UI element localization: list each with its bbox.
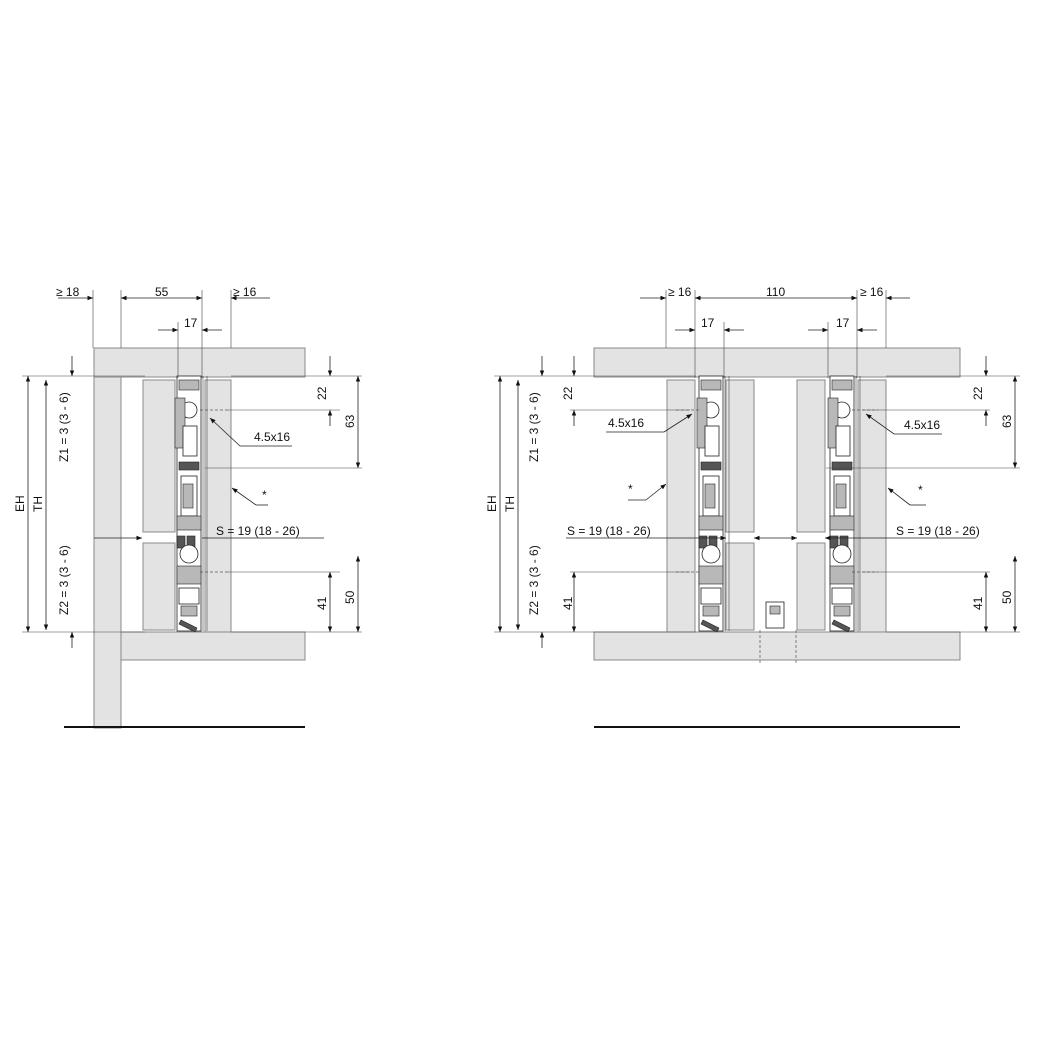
dim-17-left: 17 — [701, 316, 715, 330]
side-wall — [204, 379, 232, 633]
star-callout: * — [262, 488, 267, 502]
left-view: ≥ 18 55 ≥ 16 17 EH TH Z1 = 3 (3 - 6) Z2 … — [13, 285, 362, 729]
label-z2-r: Z2 = 3 (3 - 6) — [527, 545, 541, 615]
label-z1: Z1 = 3 (3 - 6) — [57, 392, 71, 462]
star-callout-right: * — [918, 483, 923, 497]
screw-callout-right: 4.5x16 — [904, 418, 940, 432]
dim-110: 110 — [766, 285, 785, 299]
runner-mechanism-left — [696, 375, 730, 633]
dim-55: 55 — [155, 285, 169, 299]
label-eh: EH — [13, 495, 27, 512]
divider-left — [725, 379, 755, 533]
s-label: S = 19 (18 - 26) — [216, 524, 300, 538]
label-th-r: TH — [503, 496, 517, 512]
divider-right-lower — [796, 542, 826, 631]
star-callout-left: * — [628, 482, 633, 496]
centre-fitting — [759, 601, 797, 664]
runner-mechanism — [174, 375, 208, 633]
bottom-panel — [120, 631, 306, 661]
side-panel-right — [857, 379, 887, 633]
label-th: TH — [31, 496, 45, 512]
label-eh-r: EH — [485, 495, 499, 512]
label-z2: Z2 = 3 (3 - 6) — [57, 545, 71, 615]
s-label-left: S = 19 (18 - 26) — [567, 524, 651, 538]
screw-callout: 4.5x16 — [254, 430, 290, 444]
divider-left-lower — [725, 542, 755, 631]
dim-17-right: 17 — [836, 316, 850, 330]
front-panel-lower — [142, 542, 176, 631]
dim-41: 41 — [315, 596, 329, 610]
dim-63-right: 63 — [1000, 414, 1014, 428]
dim-50: 50 — [343, 590, 357, 604]
top-panel-right — [593, 347, 961, 378]
dim-left-gap: ≥ 18 — [56, 285, 80, 299]
dim-22-left: 22 — [561, 386, 575, 400]
dim-41-right: 41 — [971, 596, 985, 610]
s-label-right: S = 19 (18 - 26) — [896, 524, 980, 538]
label-z1-r: Z1 = 3 (3 - 6) — [527, 392, 541, 462]
side-panel-left — [666, 379, 696, 633]
front-panel-upper — [142, 379, 176, 533]
dim-17: 17 — [184, 316, 198, 330]
dim-right-gap: ≥ 16 — [233, 285, 257, 299]
dim-63: 63 — [343, 414, 357, 428]
right-view: ≥ 16 110 ≥ 16 17 17 EH TH Z1 = 3 (3 - 6)… — [485, 285, 1020, 728]
dim-22: 22 — [315, 386, 329, 400]
dim-50-right: 50 — [1000, 590, 1014, 604]
dim-left-gap-r: ≥ 16 — [668, 285, 692, 299]
dim-22-right: 22 — [971, 386, 985, 400]
divider-right — [796, 379, 826, 533]
dim-right-gap-r: ≥ 16 — [860, 285, 884, 299]
runner-mechanism-right — [827, 375, 861, 633]
screw-callout-left: 4.5x16 — [608, 416, 644, 430]
top-panel — [93, 347, 306, 378]
dim-41-left: 41 — [561, 596, 575, 610]
bottom-panel-right — [593, 631, 961, 661]
